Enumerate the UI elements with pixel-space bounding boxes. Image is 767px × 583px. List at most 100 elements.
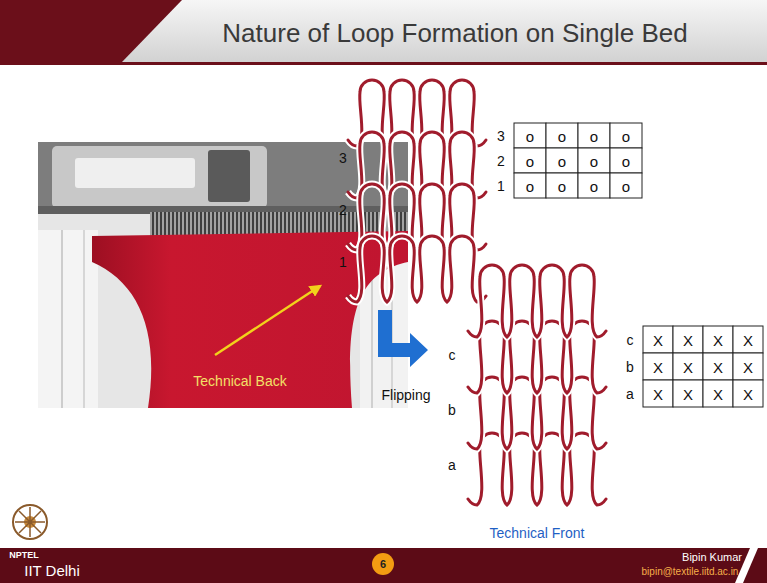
machine-bed (38, 142, 408, 212)
grid-cell: X (743, 332, 753, 347)
grid-cell: o (558, 153, 566, 168)
grid-cell-box (578, 148, 610, 173)
grid-cell: o (558, 178, 566, 193)
grid-cell-box (546, 173, 578, 198)
carriage-part (208, 150, 250, 202)
grid-cell: X (653, 386, 663, 401)
grid-row-number: a (626, 387, 634, 401)
flip-arrow (378, 310, 428, 367)
grid-cell: o (590, 128, 598, 143)
grid-cell: o (622, 128, 630, 143)
grid-cell: X (683, 332, 693, 347)
loop-halo (468, 265, 606, 337)
grid-cell-box (643, 326, 673, 353)
grid-cell-box (610, 148, 642, 173)
grid-cell: X (653, 359, 663, 374)
yarn-loop (468, 265, 606, 337)
pointer-arrow (215, 286, 320, 355)
grid-cell: o (622, 153, 630, 168)
knit-course (348, 236, 486, 302)
grid-cell: o (526, 153, 534, 168)
grid-cell-box (546, 148, 578, 173)
course-letter: c (449, 348, 456, 362)
page-number: 6 (380, 559, 386, 570)
title-rule (0, 62, 767, 65)
program-name: NPTEL (9, 551, 39, 560)
loop-drawings (348, 80, 606, 505)
grid-cell-box (733, 380, 763, 407)
photo-stripe (61, 230, 63, 408)
author-name: Bipin Kumar (682, 552, 742, 563)
grid-cell: X (653, 332, 663, 347)
yarn-loop (348, 236, 486, 302)
grid-cell-box (643, 353, 673, 380)
loop-halo (348, 236, 486, 302)
photo-cloth (38, 230, 98, 408)
grid-cell: o (622, 178, 630, 193)
grid-cell-box (703, 326, 733, 353)
grid-row-number: 1 (497, 179, 505, 193)
machine-carriage (52, 146, 267, 208)
loop-notation-grid (514, 123, 642, 198)
page-badge (372, 553, 394, 575)
grid-cell: o (558, 128, 566, 143)
knit-course (468, 265, 606, 337)
grid-cell-box (514, 148, 546, 173)
course-letter: b (448, 403, 456, 417)
loop-notation-grid (643, 326, 763, 407)
author-email: bipin@textile.iitd.ac.in (642, 567, 739, 577)
grid-cell: X (743, 359, 753, 374)
title-wedge (0, 0, 182, 62)
course-letter: a (448, 458, 456, 472)
grid-cell: X (683, 386, 693, 401)
grid-cell-box (578, 173, 610, 198)
photo-caption: Technical Back (193, 374, 286, 388)
notation-grids (514, 123, 763, 407)
grid-cell-box (643, 380, 673, 407)
institute-name: IIT Delhi (24, 563, 80, 578)
grid-cell-box (610, 173, 642, 198)
grid-cell: o (526, 128, 534, 143)
grid-cell: o (590, 178, 598, 193)
course-number: 1 (339, 255, 347, 269)
grid-row-number: b (626, 360, 634, 374)
grid-row-number: 2 (497, 154, 505, 168)
photo-ground (38, 142, 408, 408)
photo-stripe (83, 230, 85, 408)
course-number: 3 (339, 151, 347, 165)
course-number: 2 (339, 203, 347, 217)
slide-title: Nature of Loop Formation on Single Bed (222, 20, 687, 46)
grid-cell-box (514, 173, 546, 198)
grid-cell-box (546, 123, 578, 148)
carriage-part (75, 158, 195, 188)
grid-row-number: c (627, 333, 634, 347)
grid-cell-box (733, 353, 763, 380)
flip-label: Flipping (381, 388, 430, 402)
grid-cell: X (713, 359, 723, 374)
grid-cell-box (703, 380, 733, 407)
grid-cell: X (743, 386, 753, 401)
grid-cell-box (578, 123, 610, 148)
title-bar (0, 0, 767, 62)
machine-photo (38, 142, 408, 408)
grid-cell-box (673, 380, 703, 407)
grid-cell-box (703, 353, 733, 380)
grid-cell: X (683, 359, 693, 374)
logo-spokes (15, 507, 45, 537)
grid-row-number: 3 (497, 129, 505, 143)
face-caption: Technical Front (490, 526, 585, 540)
logo-ring (13, 505, 47, 539)
grid-cell-box (733, 326, 763, 353)
grid-cell-box (514, 123, 546, 148)
grid-cell-box (673, 326, 703, 353)
grid-cell: o (526, 178, 534, 193)
technical-front-loops (468, 265, 606, 505)
institute-logo (13, 505, 47, 539)
grid-cell: o (590, 153, 598, 168)
grid-cell-box (610, 123, 642, 148)
grid-cell-box (673, 353, 703, 380)
grid-cell: X (713, 332, 723, 347)
grid-cell: X (713, 386, 723, 401)
footer-bar (0, 548, 767, 583)
